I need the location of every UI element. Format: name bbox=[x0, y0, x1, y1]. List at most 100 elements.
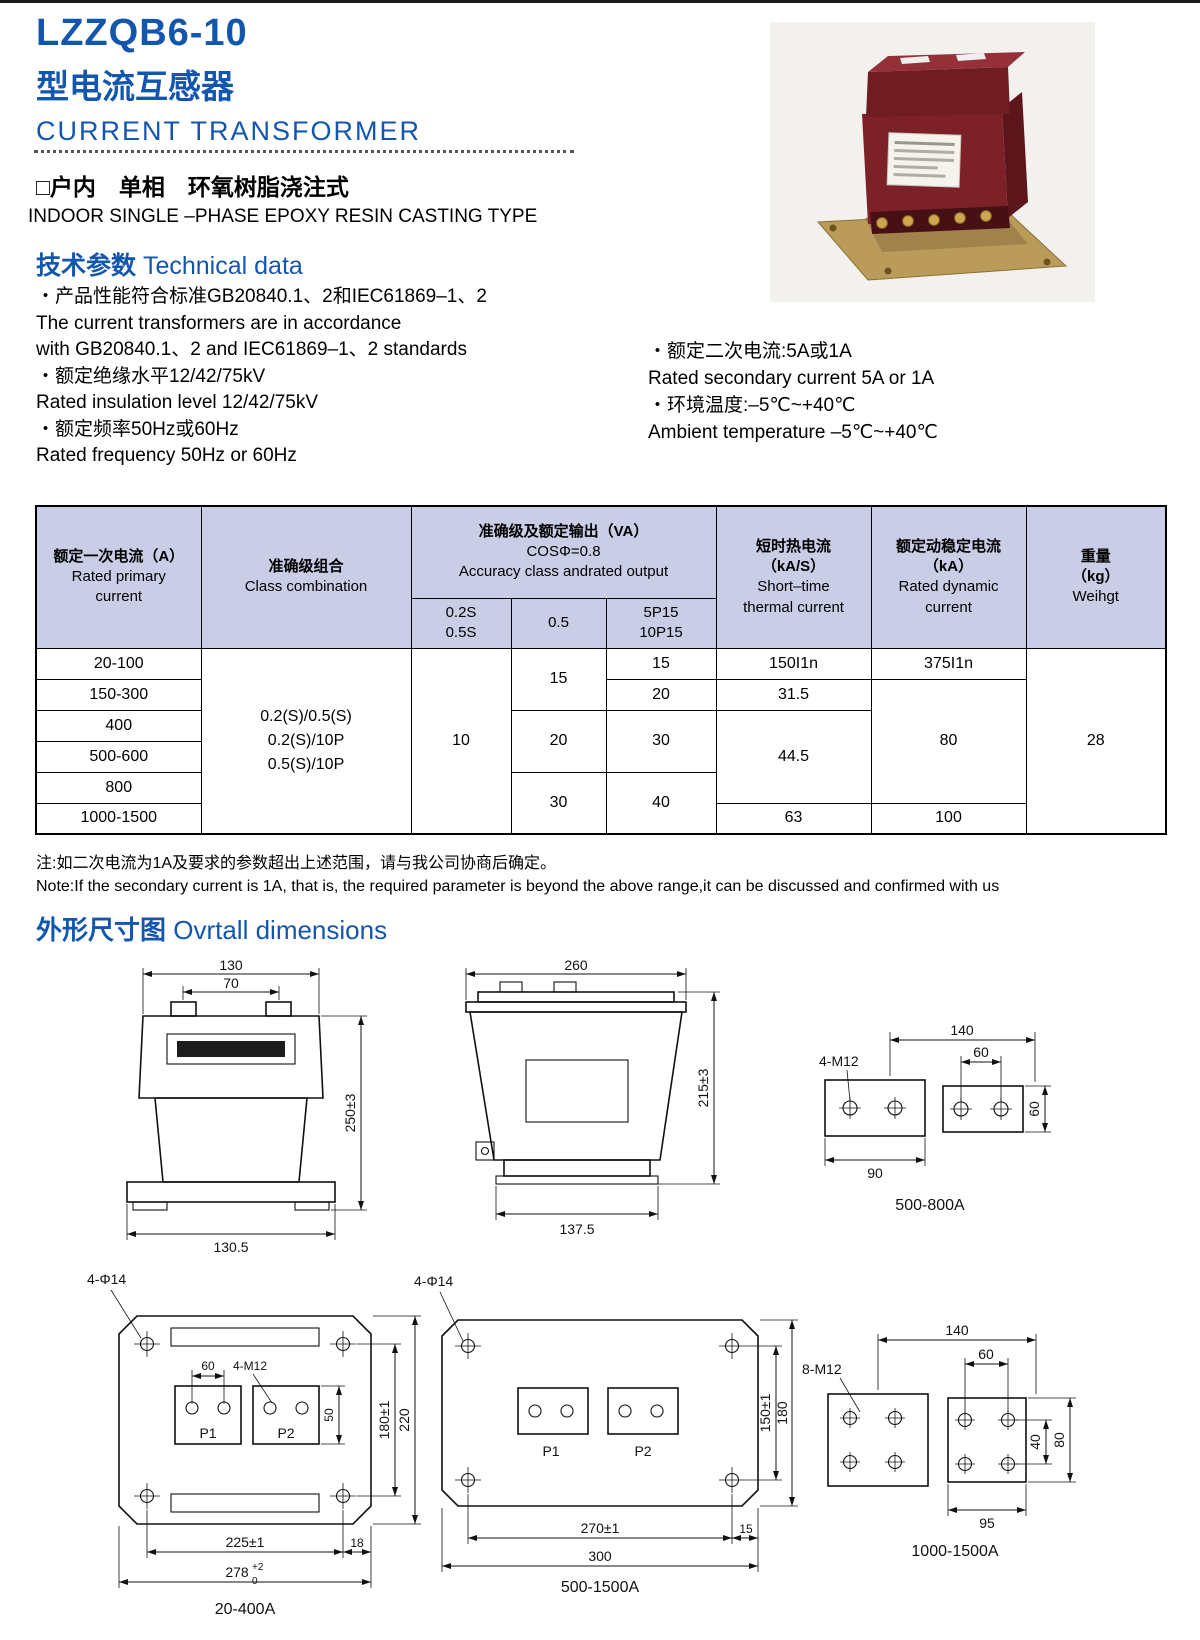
primary-current-cell: 400 bbox=[35, 709, 202, 742]
dim-90: 90 bbox=[867, 1165, 883, 1181]
tech-line: The current transformers are in accordan… bbox=[36, 312, 402, 334]
terminal-p1: P1 bbox=[542, 1443, 559, 1459]
bolt-callout: 8-M12 bbox=[802, 1361, 842, 1377]
front-dimensions: 130 70 250±3 130.5 bbox=[126, 958, 367, 1255]
terminal-p2: P2 bbox=[634, 1443, 651, 1459]
dim-150: 150±1 bbox=[757, 1393, 773, 1432]
dim-18: 18 bbox=[350, 1536, 364, 1550]
plate-dimensions: 8-M12 140 60 40 80 95 1000-1500A bbox=[802, 1322, 1076, 1560]
short-time-cell: 150I1n bbox=[715, 647, 872, 680]
tech-line: ・额定频率50Hz或60Hz bbox=[36, 418, 239, 440]
short-time-cell: 44.5 bbox=[715, 709, 872, 804]
bolt-callout: 4-M12 bbox=[819, 1053, 859, 1069]
product-model: LZZQB6-10 bbox=[36, 12, 248, 54]
series-title-cn: 型电流互感器 bbox=[36, 68, 234, 105]
dim-180: 180 bbox=[774, 1401, 790, 1425]
drawing-plan-500-1500: 4-Φ14 P1 P2 150±1 180 270±1 15 300 500-1… bbox=[414, 1273, 798, 1596]
output-05-cell: 20 bbox=[510, 709, 607, 773]
plate-outline bbox=[824, 1079, 1024, 1137]
dim-300: 300 bbox=[588, 1548, 612, 1564]
output-05-cell: 30 bbox=[510, 771, 607, 835]
side-dimensions: 260 215±3 137.5 bbox=[465, 958, 720, 1237]
technical-data-heading: 技术参数 Technical data bbox=[36, 246, 303, 282]
dim-220: 220 bbox=[396, 1408, 412, 1432]
drawing-side-view: 260 215±3 137.5 bbox=[465, 958, 720, 1237]
dim-70: 70 bbox=[223, 975, 239, 991]
variant-label: 1000-1500A bbox=[911, 1543, 999, 1560]
table-note: 注:如二次电流为1A及要求的参数超出上述范围，请与我公司协商后确定。 Note:… bbox=[36, 852, 999, 898]
drawing-plan-20-400: 4-Φ14 60 4-M12 50 P1 P2 180±1 220 225±1 … bbox=[87, 1271, 421, 1618]
tech-line: ・产品性能符合标准GB20840.1、2和IEC61869–1、2 bbox=[36, 286, 487, 307]
table-row: 500-600 bbox=[35, 740, 1166, 773]
drawing-front-view: 130 70 250±3 130.5 bbox=[126, 958, 367, 1255]
note-en: Note:If the secondary current is 1A, tha… bbox=[36, 878, 1000, 895]
table-row: 400 20 30 44.5 bbox=[35, 709, 1166, 804]
dim-278: 278 bbox=[225, 1564, 249, 1580]
dim-60: 60 bbox=[201, 1359, 215, 1373]
technical-data-left: ・产品性能符合标准GB20840.1、2和IEC61869–1、2 The cu… bbox=[36, 284, 487, 470]
dim-270: 270±1 bbox=[581, 1520, 620, 1536]
weight-cell: 28 bbox=[1025, 647, 1167, 835]
dim-95: 95 bbox=[979, 1515, 995, 1531]
product-photo bbox=[770, 22, 1095, 302]
output-5p15-cell: 20 bbox=[605, 678, 717, 711]
dimensions-heading: 外形尺寸图 Ovrtall dimensions bbox=[36, 910, 387, 947]
tech-line: Ambient temperature –5℃~+40℃ bbox=[648, 422, 938, 443]
drawing-plate-500-800: 140 60 4-M12 90 60 500-800A bbox=[819, 1022, 1051, 1214]
plate-outline bbox=[827, 1393, 1027, 1487]
heading-cn: 技术参数 bbox=[36, 252, 137, 280]
dynamic-cell: 375I1n bbox=[870, 647, 1027, 680]
type-line-en: INDOOR SINGLE –PHASE EPOXY RESIN CASTING… bbox=[28, 206, 538, 227]
bolt-callout: 4-M12 bbox=[233, 1359, 267, 1373]
output-02s-cell: 10 bbox=[410, 647, 512, 835]
variant-label: 500-1500A bbox=[561, 1579, 640, 1596]
primary-current-cell: 1000-1500 bbox=[35, 802, 202, 835]
dim-215: 215±3 bbox=[695, 1068, 711, 1107]
dim-225: 225±1 bbox=[226, 1534, 265, 1550]
primary-current-cell: 20-100 bbox=[35, 647, 202, 680]
dim-80: 80 bbox=[1051, 1432, 1067, 1448]
variant-label: 20-400A bbox=[215, 1601, 276, 1618]
front-outline bbox=[126, 1001, 336, 1211]
table-row: 800 30 40 bbox=[35, 771, 1166, 835]
dim-15: 15 bbox=[739, 1522, 753, 1536]
dim-60: 60 bbox=[978, 1346, 994, 1362]
heading-en: Technical data bbox=[136, 252, 303, 280]
dim-130: 130 bbox=[219, 958, 243, 973]
rating-plate bbox=[886, 132, 962, 188]
technical-data-right: ・额定二次电流:5A或1A Rated secondary current 5A… bbox=[648, 338, 938, 446]
dim-180: 180±1 bbox=[376, 1400, 392, 1439]
table-row: 1000-1500 63 100 bbox=[35, 802, 1166, 835]
top-rule bbox=[0, 0, 1200, 3]
heading-cn: 外形尺寸图 bbox=[36, 915, 167, 945]
tech-line: ・额定绝缘水平12/42/75kV bbox=[36, 365, 266, 387]
primary-current-cell: 800 bbox=[35, 771, 202, 804]
plan-dimensions: 4-Φ14 P1 P2 150±1 180 270±1 15 300 500-1… bbox=[414, 1273, 798, 1596]
dim-140: 140 bbox=[945, 1322, 969, 1338]
series-title-en: CURRENT TRANSFORMER bbox=[36, 116, 422, 146]
primary-current-cell: 500-600 bbox=[35, 740, 202, 773]
plate-dimensions: 140 60 4-M12 90 60 500-800A bbox=[819, 1022, 1051, 1214]
output-5p15-cell: 40 bbox=[605, 771, 717, 835]
table-row: 150-300 20 31.5 80 bbox=[35, 678, 1166, 804]
terminal-p1: P1 bbox=[199, 1425, 216, 1441]
dim-40: 40 bbox=[1027, 1434, 1043, 1450]
dim-50: 50 bbox=[322, 1408, 336, 1422]
dim-140: 140 bbox=[950, 1022, 974, 1038]
header-weight: 重量（kg）Weihgt bbox=[1025, 505, 1167, 649]
dim-60v: 60 bbox=[1026, 1101, 1042, 1117]
dim-260: 260 bbox=[564, 958, 588, 973]
plan-dimensions: 4-Φ14 60 4-M12 50 P1 P2 180±1 220 225±1 … bbox=[87, 1271, 421, 1618]
hole-callout: 4-Φ14 bbox=[87, 1271, 126, 1287]
dim-60: 60 bbox=[973, 1044, 989, 1060]
tech-line: with GB20840.1、2 and IEC61869–1、2 standa… bbox=[36, 339, 467, 360]
side-outline bbox=[465, 981, 687, 1185]
